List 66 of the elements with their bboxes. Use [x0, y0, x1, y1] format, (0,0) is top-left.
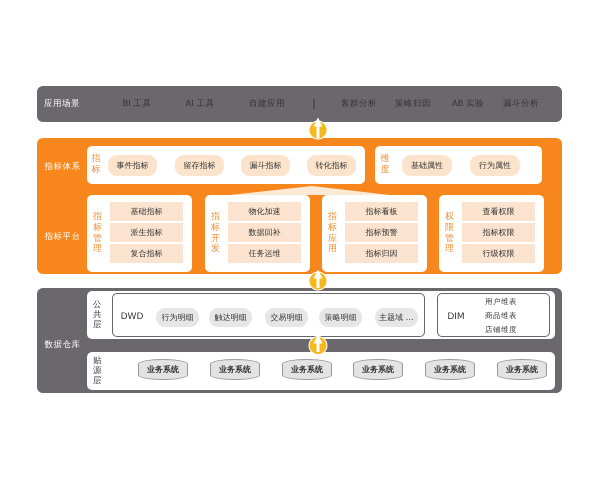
layer-label: 贴源层 [92, 354, 103, 388]
band-label: 数据仓库 [44, 338, 82, 352]
item-cell: 派生指标 [110, 223, 183, 242]
item-cell: 行级权限 [462, 244, 535, 263]
scenario-label: 漏斗分析 [503, 98, 539, 110]
scenario-label: 客群分析 [341, 98, 377, 110]
tag-pill: 行为明细 [156, 308, 199, 327]
band-label: 指标体系 [44, 160, 82, 174]
arrow [308, 270, 328, 290]
scenario-label: BI 工具 [122, 98, 152, 110]
panel-label: 指标 [90, 152, 102, 177]
box-label: DIM [446, 311, 466, 324]
item-cell: 指标看板 [345, 202, 418, 221]
item-cell: 指标归因 [345, 244, 418, 263]
panel [87, 146, 365, 184]
outlined-box [437, 293, 550, 337]
tag-pill: 转化指标 [307, 155, 356, 176]
band-label: 应用场景 [43, 98, 81, 111]
database-cylinder: 业务系统 [282, 359, 332, 380]
band-label: 指标平台 [44, 231, 82, 244]
scenario-label: 策略归因 [395, 98, 431, 110]
tag-pill: 交易明细 [265, 308, 308, 327]
card [87, 195, 192, 272]
item-cell: 指标权限 [462, 223, 535, 242]
item-cell: 复合指标 [110, 244, 183, 263]
tag-pill: 行为属性 [470, 155, 520, 176]
item-cell: 任务运维 [228, 244, 301, 263]
tag-pill: 触达明细 [209, 308, 252, 327]
arrow [308, 334, 328, 355]
box-label: DWD [120, 311, 144, 324]
tag-pill: 策略明细 [319, 308, 362, 327]
tag-pill: 漏斗指标 [241, 155, 290, 176]
database-cylinder: 业务系统 [425, 359, 475, 380]
tag-pill: 事件指标 [108, 155, 157, 176]
tag-pill: 主题域 … [375, 308, 418, 327]
item-cell: 物化加速 [228, 202, 301, 221]
card [205, 195, 310, 272]
scenario-label: AI 工具 [185, 98, 215, 110]
scenario-label: AB 实验 [452, 98, 484, 110]
database-cylinder: 业务系统 [497, 359, 547, 380]
tag-pill: 留存指标 [175, 155, 224, 176]
panel [375, 146, 542, 184]
scenario-label: 自建应用 [249, 98, 285, 110]
database-cylinder: 业务系统 [353, 359, 403, 380]
arrow [308, 118, 328, 140]
card [322, 195, 427, 272]
layer-panel [87, 291, 555, 339]
database-cylinder: 业务系统 [138, 359, 188, 380]
platform-band [37, 138, 562, 274]
card-label: 指标管理 [92, 210, 103, 256]
card-label: 指标应用 [327, 210, 338, 256]
item-cell: 基础指标 [110, 202, 183, 221]
warehouse-band [37, 288, 562, 393]
layer-label: 公共层 [92, 298, 103, 332]
panel-label: 维度 [380, 152, 390, 177]
layer-panel [87, 352, 555, 390]
item-cell: 指标预警 [345, 223, 418, 242]
tag-pill: 基础属性 [402, 155, 452, 176]
card-label: 指标开发 [210, 210, 221, 256]
card [439, 195, 544, 272]
card-label: 权限管理 [444, 210, 455, 256]
outlined-box [112, 293, 425, 337]
item-cell: 查看权限 [462, 202, 535, 221]
database-cylinder: 业务系统 [210, 359, 260, 380]
item-cell: 数据回补 [228, 223, 301, 242]
scenario-band [37, 86, 562, 122]
